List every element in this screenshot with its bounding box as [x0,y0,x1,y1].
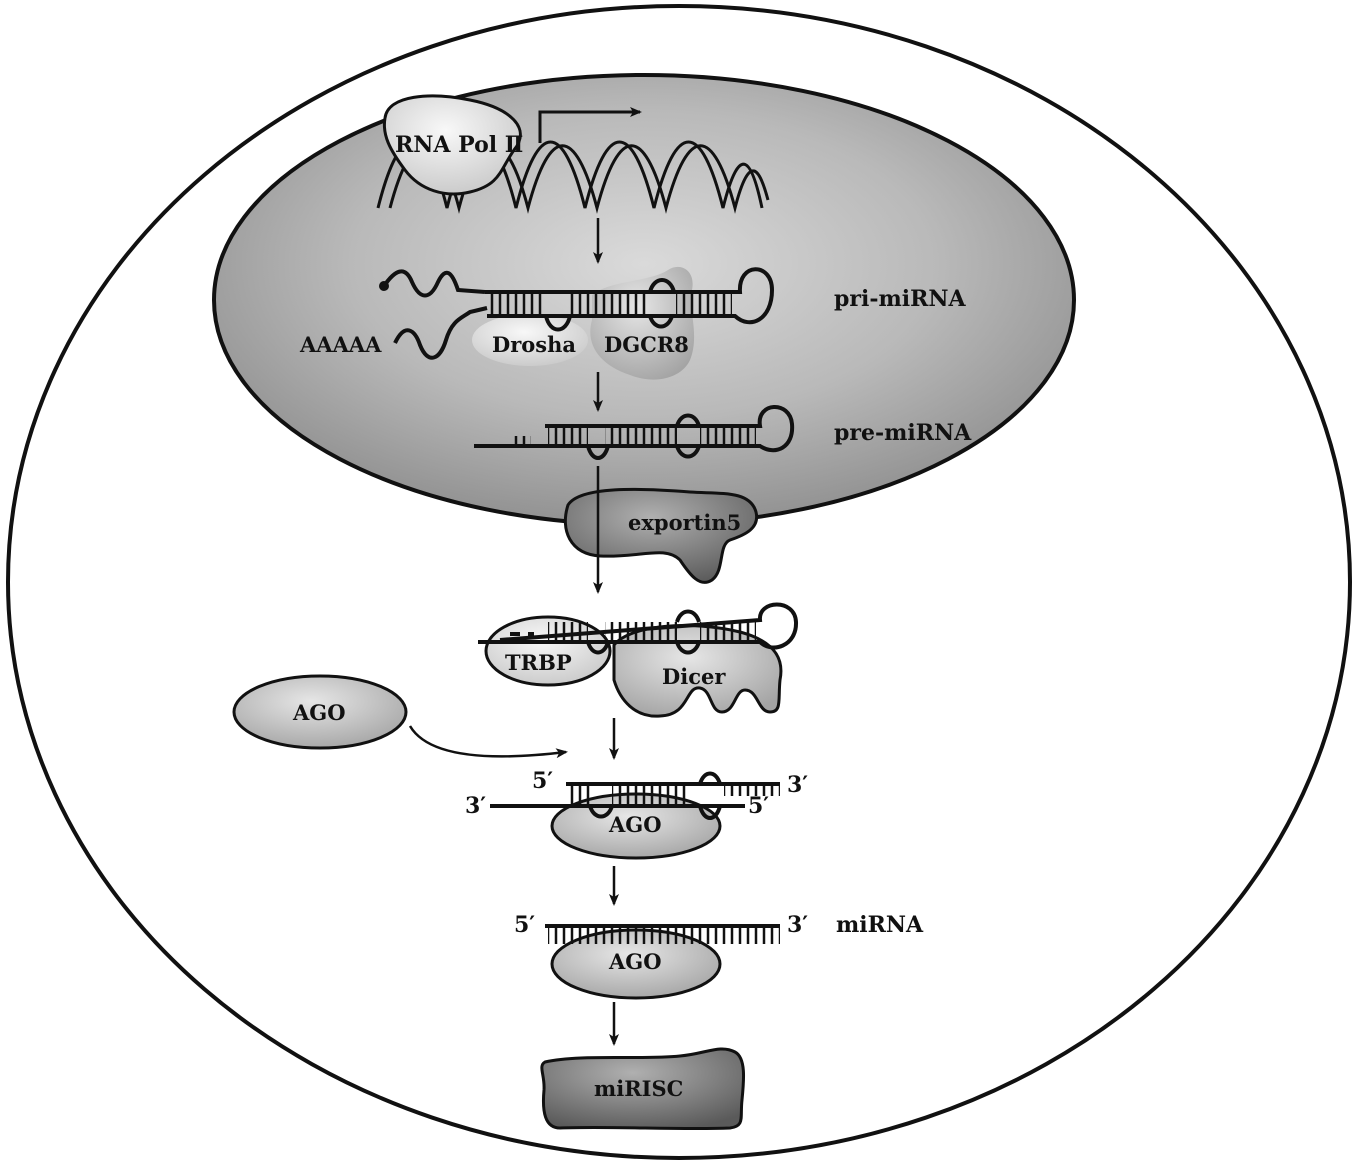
mirisc-label: miRISC [594,1076,683,1101]
duplex-bottom-3-label: 3′ [465,793,486,819]
exportin5 [563,487,759,584]
duplex-bottom-5-label: 5′ [748,793,769,819]
ago-duplex-label: AGO [608,812,662,837]
pri-mirna [379,266,775,380]
mirna-5-label: 5′ [514,912,535,938]
mirisc [540,1047,746,1131]
exportin5-label: exportin5 [628,510,741,535]
pri-mirna-label: pri-miRNA [834,286,966,312]
dna-double-helix [376,140,770,214]
ago-mirna-label: AGO [608,949,662,974]
rna-pol-ii [382,94,522,196]
duplex-top-3-label: 3′ [787,772,808,798]
mirna-label: miRNA [836,912,924,938]
duplex-top-5-label: 5′ [532,768,553,794]
ago-free-label: AGO [292,700,346,725]
pre-mirna [474,405,795,460]
dicer-label: Dicer [662,664,726,689]
mature-mirna [545,924,780,1000]
trbp-label: TRBP [505,650,572,675]
arrow-ago-loading [408,725,568,759]
dicer-complex [478,602,799,718]
drosha [472,314,588,366]
dgcr8-label: DGCR8 [604,332,689,357]
drosha-label: Drosha [492,332,576,357]
ago-free [232,674,408,750]
pre-mirna-label: pre-miRNA [834,420,972,446]
transcription-start-arrow [538,107,642,143]
aaaaa-label: AAAAA [299,332,382,357]
rna-pol-ii-label: RNA Pol Ⅱ [395,132,523,158]
mirna-3-label: 3′ [787,912,808,938]
mirna-duplex [490,771,780,860]
